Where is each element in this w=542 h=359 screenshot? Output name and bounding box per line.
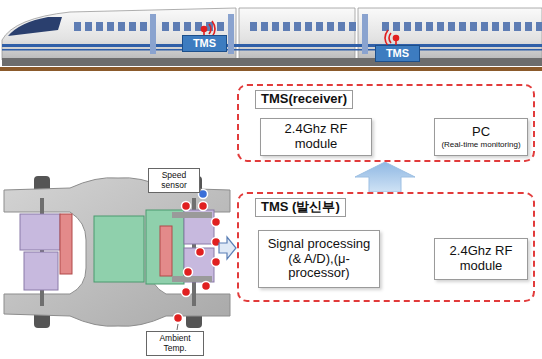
train-window [272,22,279,31]
antenna-symbol [209,24,211,34]
leader-line [177,324,178,330]
train [239,8,355,60]
train-window [74,22,81,31]
train-window [338,22,345,31]
process-box: 2.4Ghz RF module [260,118,372,156]
train-window [437,22,444,31]
train-window [393,22,400,31]
transmitter-group: TMS (발신부) Signal processing (& A/D),(μ-pr… [237,192,535,302]
train [0,8,542,71]
train [2,49,542,51]
sensor-dot [196,248,205,257]
train [228,14,234,54]
sensor-dot [184,268,193,277]
group-heading: TMS(receiver) [255,90,353,109]
bogie [24,252,58,290]
train [362,14,368,54]
train-window [250,22,257,31]
train-window [470,22,477,31]
train-window [184,22,191,31]
train-window [162,22,169,31]
train [2,8,236,60]
train [2,58,542,66]
train-window [514,22,521,31]
sensor-dot [199,202,208,211]
block-arrow [355,162,415,192]
box-label: Signal processing (& A/D),(μ-processor) [263,237,375,282]
train-window [294,22,301,31]
bogie [4,178,230,327]
box-label: 2.4Ghz RF module [265,122,367,152]
box-label: PC [472,125,490,140]
train-window [459,22,466,31]
train-window [85,22,92,31]
box-label: (Real-time monitoring) [441,140,520,149]
train-window [503,22,510,31]
callout-box: Speed sensor [148,168,200,193]
train [74,22,542,31]
process-box: PC(Real-time monitoring) [434,118,528,156]
callout-label: Ambient Temp. [149,334,201,354]
bogie [20,214,60,250]
train-window [492,22,499,31]
train-window [316,22,323,31]
bogie [172,212,212,218]
receiver-group: TMS(receiver) 2.4Ghz RF module PC(Real-tim… [237,84,535,162]
train [0,67,542,71]
bogie [4,176,230,328]
train [8,17,62,36]
sensor-dot [212,258,221,267]
train-window [382,22,389,31]
train-window [426,22,433,31]
tms-box: TMS [375,45,420,62]
train-window [404,22,411,31]
train-window [448,22,455,31]
bogie [160,226,172,276]
train-window [261,22,268,31]
sensor-dot [182,202,191,211]
antenna-symbol [385,30,388,46]
bogie [94,216,144,282]
group-heading: TMS (발신부) [255,198,346,217]
train-window [525,22,532,31]
train-window [481,22,488,31]
antenna-symbol [202,21,399,46]
sensor-dot [174,314,183,323]
bogie [146,210,184,284]
sensor-dot [182,288,191,297]
train-window [107,22,114,31]
bogie [60,214,72,274]
sensor-dot [212,218,221,227]
box-label: TMS [386,47,409,60]
process-box: Signal processing (& A/D),(μ-processor) [258,230,380,288]
process-box: 2.4Ghz RF module [434,238,528,280]
box-label: 2.4Ghz RF module [439,244,523,274]
train-window [96,22,103,31]
train-window [173,22,180,31]
callout-box: Ambient Temp. [146,331,204,356]
flow-arrow [219,237,236,259]
train-window [140,22,147,31]
box-label: TMS [193,37,216,50]
sensor-dot [174,202,221,323]
antenna-symbol [389,33,391,43]
train [2,44,542,47]
train-window [217,22,224,31]
leader-line [200,189,201,191]
leader-line [177,189,201,330]
train-window [118,22,125,31]
train-window [305,22,312,31]
train-window [129,22,136,31]
train-window [283,22,290,31]
train-window [349,22,356,31]
callout-label: Speed sensor [151,171,197,191]
sensor-dot [202,282,211,291]
tms-box: TMS [182,35,227,52]
train-window [415,22,422,31]
train-window [327,22,334,31]
train-window [536,22,542,31]
train [150,14,156,54]
